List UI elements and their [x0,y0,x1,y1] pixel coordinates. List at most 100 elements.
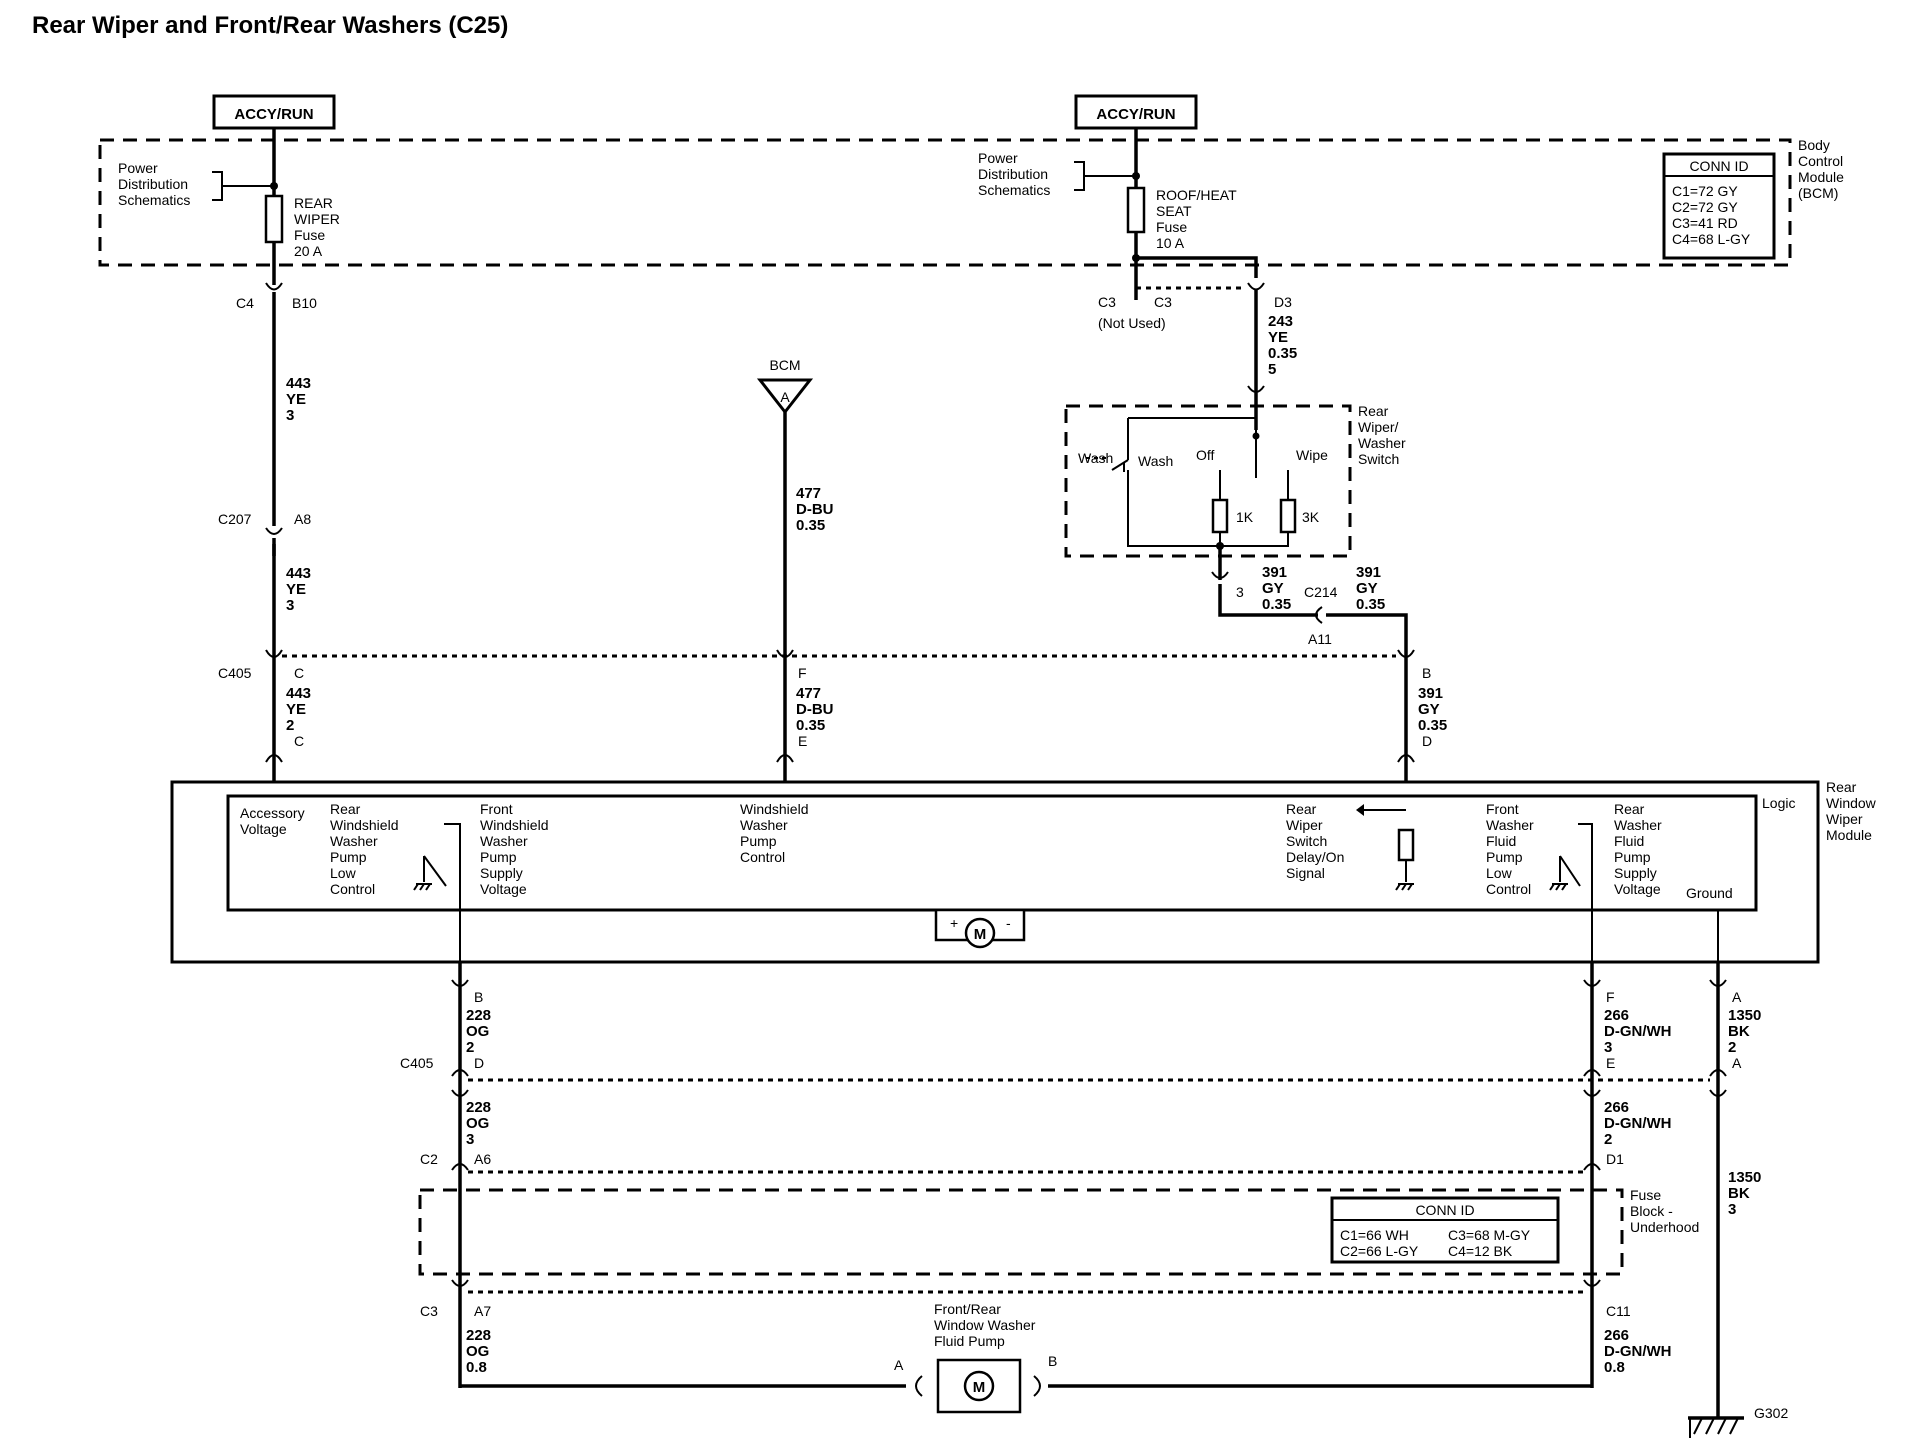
fuse-block-underhood-boundary [418,1188,1624,1276]
rear-washer-relay-right [1549,823,1593,964]
svg-text:3: 3 [466,1131,474,1148]
ground-g302-icon: G302 [1688,1405,1788,1438]
svg-text:0.35: 0.35 [796,717,825,734]
svg-text:B10: B10 [292,295,317,311]
svg-text:Wipe: Wipe [1296,447,1328,463]
svg-text:477: 477 [796,685,821,702]
svg-text:Wash: Wash [1138,453,1173,469]
svg-text:C1=72 GY: C1=72 GY [1672,183,1738,199]
rear-washer-fluid-pump-supply-label: Rear Washer Fluid Pump Supply Voltage [1614,801,1662,897]
c405-lower-pins: C405 D E A [400,1055,1742,1097]
wire-391-label-b: 391 GY 0.35 [1356,564,1385,613]
accy-run-left-label: ACCY/RUN [234,106,313,123]
rear-wiper-fuse: REAR WIPER Fuse 20 A [264,128,340,285]
svg-text:A: A [1732,989,1742,1005]
svg-text:0.35: 0.35 [1356,596,1385,613]
svg-text:Washer: Washer [1358,435,1406,451]
logic-block [226,794,1758,912]
wire-443-label-b: 443 YE 3 [286,565,311,614]
svg-text:Windshield: Windshield [740,801,808,817]
front-windshield-washer-pump-supply-label: Front Windshield Washer Pump Supply Volt… [480,801,548,897]
svg-text:A: A [894,1357,904,1373]
svg-text:1K: 1K [1236,509,1254,525]
svg-text:477: 477 [796,485,821,502]
wire-443-label-a: 443 YE 3 [286,375,311,424]
svg-text:Front: Front [1486,801,1519,817]
svg-text:D1: D1 [1606,1151,1624,1167]
svg-text:C: C [294,665,304,681]
svg-text:Control: Control [740,849,785,865]
ground-g302-label: G302 [1754,1405,1788,1421]
svg-text:Wiper/: Wiper/ [1358,419,1399,435]
svg-text:Fuse: Fuse [294,227,325,243]
power-distribution-ref-right: Power Distribution Schematics [978,150,1136,198]
svg-text:1350: 1350 [1728,1169,1761,1186]
svg-text:228: 228 [466,1099,491,1116]
svg-text:Signal: Signal [1286,865,1325,881]
svg-text:D-GN/WH: D-GN/WH [1604,1343,1672,1360]
svg-text:Pump: Pump [1486,849,1523,865]
accy-run-right-box: ACCY/RUN [1074,94,1198,130]
svg-text:Rear: Rear [1358,403,1389,419]
svg-text:Distribution: Distribution [118,176,188,192]
svg-text:OG: OG [466,1115,489,1132]
c405-upper-pins: C405 C F B C E D [218,649,1432,763]
svg-text:Control: Control [1486,881,1531,897]
svg-text:A: A [1732,1055,1742,1071]
svg-text:D-GN/WH: D-GN/WH [1604,1023,1672,1040]
bcm-conn-id-table: CONN ID C1=72 GY C2=72 GY C3=41 RD C4=68… [1662,152,1776,260]
svg-text:10 A: 10 A [1156,235,1185,251]
fuse-block-c3-pins: C3 A7 C11 [420,1279,1631,1319]
accy-run-left-box: ACCY/RUN [212,94,336,130]
svg-text:443: 443 [286,565,311,582]
bcm-reference-symbol: BCM A [756,357,814,415]
svg-text:C405: C405 [218,665,252,681]
roof-heat-seat-fuse: ROOF/HEAT SEAT Fuse 10 A [1126,128,1258,300]
svg-text:YE: YE [286,701,306,718]
svg-text:Pump: Pump [740,833,777,849]
rear-wiper-switch-signal-label: Rear Wiper Switch Delay/On Signal [1286,801,1344,881]
svg-text:A7: A7 [474,1303,491,1319]
svg-text:1350: 1350 [1728,1007,1761,1024]
svg-text:243: 243 [1268,313,1293,330]
svg-text:3: 3 [286,407,294,424]
svg-text:C405: C405 [400,1055,434,1071]
bcm-c4-b10-connector: C4 B10 [236,282,317,311]
svg-text:C3: C3 [420,1303,438,1319]
svg-text:Low: Low [330,865,357,881]
svg-text:3: 3 [286,597,294,614]
fuse-block-c2-pins: C2 A6 D1 [420,1151,1624,1171]
svg-text:BK: BK [1728,1185,1750,1202]
front-washer-fluid-pump-low-control-label: Front Washer Fluid Pump Low Control [1486,801,1534,897]
svg-text:Voltage: Voltage [240,821,287,837]
module-output-pins: B F A [451,979,1742,1005]
svg-text:3: 3 [1236,584,1244,600]
svg-text:0.35: 0.35 [1268,345,1297,362]
svg-text:Supply: Supply [480,865,523,881]
svg-text:Pump: Pump [330,849,367,865]
svg-text:C1=66 WH: C1=66 WH [1340,1227,1409,1243]
svg-text:C2=66 L-GY: C2=66 L-GY [1340,1243,1419,1259]
svg-text:Switch: Switch [1358,451,1399,467]
svg-text:Distribution: Distribution [978,166,1048,182]
svg-text:Washer: Washer [1486,817,1534,833]
wire-391-label-a: 391 GY 0.35 [1262,564,1291,613]
svg-text:A: A [780,389,790,405]
svg-text:3: 3 [1604,1039,1612,1056]
wire-1350-label-a: 1350 BK 2 [1728,1007,1761,1056]
module-wiper-motor: M + - [934,908,1026,949]
svg-text:391: 391 [1262,564,1287,581]
svg-text:228: 228 [466,1327,491,1344]
svg-text:Pump: Pump [1614,849,1651,865]
ground-label: Ground [1686,885,1733,901]
svg-text:Rear: Rear [1286,801,1317,817]
svg-text:3: 3 [1728,1201,1736,1218]
wire-477-label-a: 477 D-BU 0.35 [796,485,834,534]
svg-text:C3: C3 [1098,294,1116,310]
svg-text:443: 443 [286,685,311,702]
svg-text:B: B [1422,665,1431,681]
wire-228-label-a: 228 OG 2 [466,1007,491,1056]
svg-text:C3=68 M-GY: C3=68 M-GY [1448,1227,1531,1243]
svg-text:C2=72 GY: C2=72 GY [1672,199,1738,215]
